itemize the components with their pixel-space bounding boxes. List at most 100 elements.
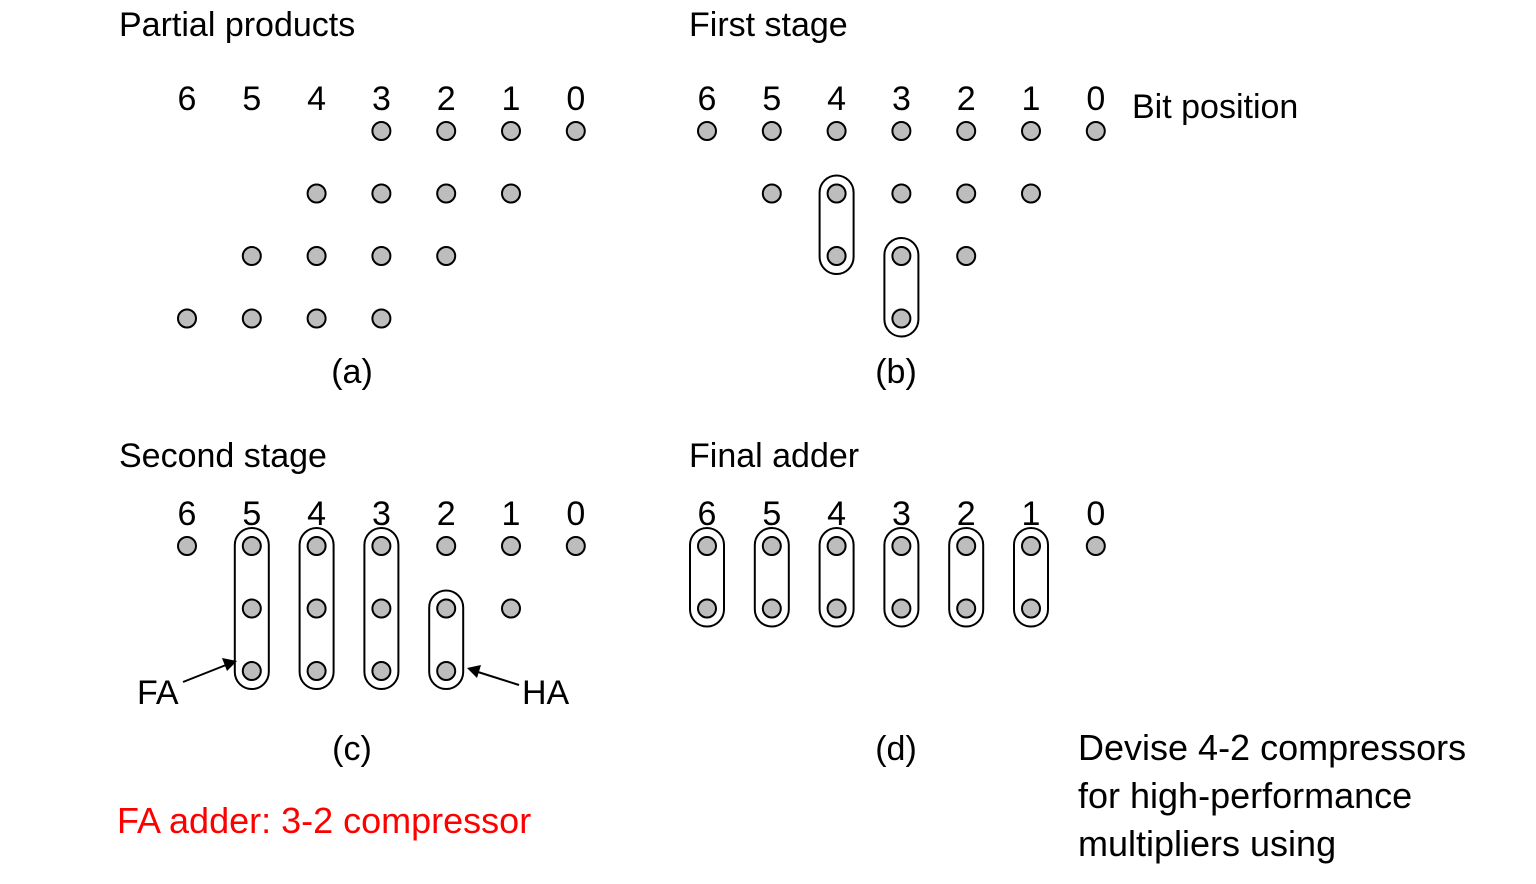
partial-product-dot (436, 121, 457, 141)
note-line: for high-performance (1078, 775, 1412, 816)
partial-product-dot (697, 598, 717, 619)
bit-label: 3 (372, 495, 391, 533)
bit-label: 2 (437, 80, 456, 118)
partial-product-dot (501, 536, 521, 556)
partial-product-dot (956, 121, 977, 141)
partial-product-dot (371, 536, 392, 556)
bit-label: 2 (957, 80, 976, 118)
panel-title: Partial products (119, 6, 355, 44)
panel-title: First stage (689, 6, 848, 44)
bit-label: 3 (892, 80, 911, 118)
partial-product-dot (956, 536, 977, 556)
bit-label: 1 (1022, 495, 1041, 533)
partial-product-dot (761, 183, 782, 204)
partial-product-dot (956, 183, 977, 204)
partial-product-dot (371, 308, 392, 329)
partial-product-dot (826, 246, 847, 266)
bit-label: 5 (242, 80, 261, 118)
bit-label: 0 (566, 495, 585, 533)
partial-product-dot (436, 598, 457, 619)
partial-product-dot (306, 183, 327, 204)
bit-label: 4 (307, 495, 326, 533)
bit-label: 5 (762, 495, 781, 533)
fa-arrow-line (182, 664, 227, 683)
partial-product-dot (241, 598, 262, 619)
panel-title: Final adder (689, 437, 859, 475)
partial-product-dot (306, 246, 327, 266)
partial-product-dot (241, 308, 262, 329)
partial-product-dot (501, 183, 521, 204)
partial-product-dot (826, 598, 847, 619)
adder-group-outline (883, 237, 920, 338)
partial-product-dot (565, 536, 586, 556)
bit-label: 4 (827, 80, 846, 118)
partial-product-dot (565, 121, 586, 141)
bit-label: 4 (307, 80, 326, 118)
dot-grid (697, 536, 1106, 619)
group-outlines (818, 174, 920, 338)
note-line: Devise 4-2 compressors (1078, 727, 1466, 768)
bit-label: 5 (762, 80, 781, 118)
panel-title: Second stage (119, 437, 327, 475)
partial-product-dot (761, 598, 782, 619)
dot-grid (697, 121, 1106, 329)
panel-caption: (d) (875, 730, 917, 768)
adder-group-outline (883, 527, 920, 628)
partial-product-dot (306, 661, 327, 681)
partial-product-dot (761, 121, 782, 141)
partial-product-dot (891, 183, 912, 204)
adder-group-outline (363, 527, 400, 690)
bit-position-label: Bit position (1132, 88, 1298, 126)
partial-product-dot (371, 183, 392, 204)
adder-group-outline (233, 527, 270, 690)
partial-product-dot (956, 598, 977, 619)
partial-product-dot (826, 121, 847, 141)
partial-product-dot (241, 536, 262, 556)
partial-product-dot (436, 246, 457, 266)
adder-group-outline (428, 589, 465, 690)
ha-annotation: HA (467, 665, 570, 712)
partial-product-dot (826, 536, 847, 556)
partial-product-dot (371, 598, 392, 619)
bit-label: 4 (827, 495, 846, 533)
partial-product-dot (891, 536, 912, 556)
partial-product-dot (177, 308, 197, 329)
adder-group-outline (298, 527, 335, 690)
partial-product-dot (1021, 121, 1041, 141)
bit-label: 0 (566, 80, 585, 118)
partial-product-dot (371, 246, 392, 266)
partial-product-dot (501, 121, 521, 141)
bit-label: 6 (698, 495, 717, 533)
panel-caption: (a) (331, 353, 373, 391)
partial-product-dot (436, 661, 457, 681)
partial-product-dot (306, 598, 327, 619)
bit-label: 1 (502, 495, 521, 533)
group-outlines (689, 527, 1049, 628)
bit-label: 5 (242, 495, 261, 533)
partial-product-dot (891, 121, 912, 141)
partial-product-dot (436, 536, 457, 556)
partial-product-dot (177, 536, 197, 556)
partial-product-dot (371, 121, 392, 141)
partial-product-dot (1021, 183, 1041, 204)
bit-label: 0 (1086, 495, 1105, 533)
partial-product-dot (697, 121, 717, 141)
partial-product-dot (371, 661, 392, 681)
dot-grid (177, 121, 586, 329)
partial-product-dot (891, 246, 912, 266)
partial-product-dot (891, 598, 912, 619)
adder-group-outline (753, 527, 790, 628)
group-outlines (233, 527, 465, 690)
partial-product-dot (697, 536, 717, 556)
adder-group-outline (818, 174, 855, 275)
bit-label: 1 (502, 80, 521, 118)
fa-annotation: FA (137, 658, 237, 712)
bit-label: 2 (437, 495, 456, 533)
